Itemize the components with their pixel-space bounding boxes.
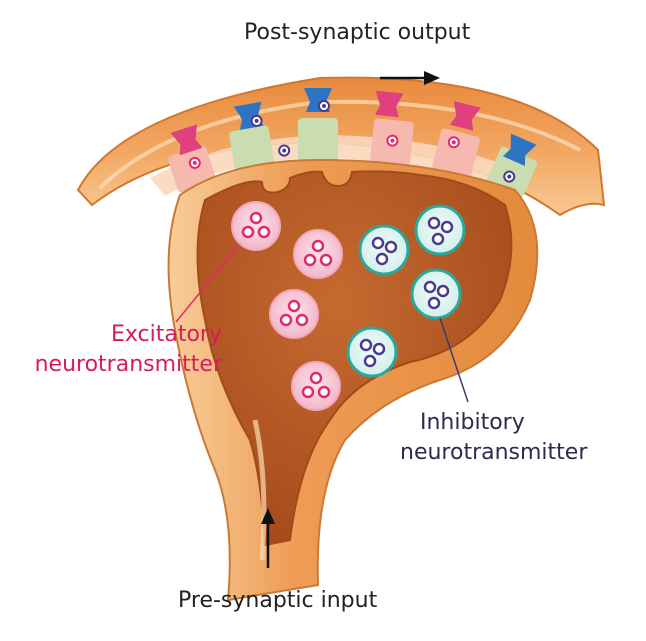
arrow-right-icon bbox=[380, 71, 440, 85]
inhibitory-vesicle-icon bbox=[414, 204, 466, 256]
inhibitory-receptor-icon bbox=[233, 101, 291, 157]
excitatory-vesicle-icon bbox=[293, 229, 343, 279]
inhibitory-label-line1: Inhibitory bbox=[420, 410, 525, 435]
excitatory-receptor-icon bbox=[375, 90, 404, 147]
inhibitory-vesicle-icon bbox=[410, 268, 462, 320]
excitatory-vesicle-icon bbox=[291, 361, 341, 411]
inhibitory-vesicle-icon bbox=[358, 224, 410, 276]
arrow-up-icon bbox=[261, 508, 275, 568]
inhibitory-vesicle-icon bbox=[346, 326, 398, 378]
inhibitory-leader-line bbox=[439, 317, 469, 403]
pre-synaptic-input-label: Pre-synaptic input bbox=[178, 588, 378, 613]
inhibitory-label-line2: neurotransmitter bbox=[400, 440, 588, 465]
excitatory-receptor-icon bbox=[170, 124, 203, 169]
excitatory-leader-line bbox=[175, 245, 239, 323]
post-synaptic-output-label: Post-synaptic output bbox=[244, 20, 471, 45]
excitatory-label-line2: neurotransmitter bbox=[34, 352, 222, 377]
excitatory-label-line1: Excitatory bbox=[111, 322, 222, 347]
excitatory-receptor-icon bbox=[447, 101, 481, 149]
excitatory-vesicle-icon bbox=[269, 289, 319, 339]
inhibitory-receptor-icon bbox=[304, 88, 332, 112]
pre-synaptic-terminal bbox=[167, 158, 539, 602]
excitatory-vesicle-icon bbox=[231, 201, 281, 251]
inhibitory-receptor-icon bbox=[502, 133, 537, 183]
